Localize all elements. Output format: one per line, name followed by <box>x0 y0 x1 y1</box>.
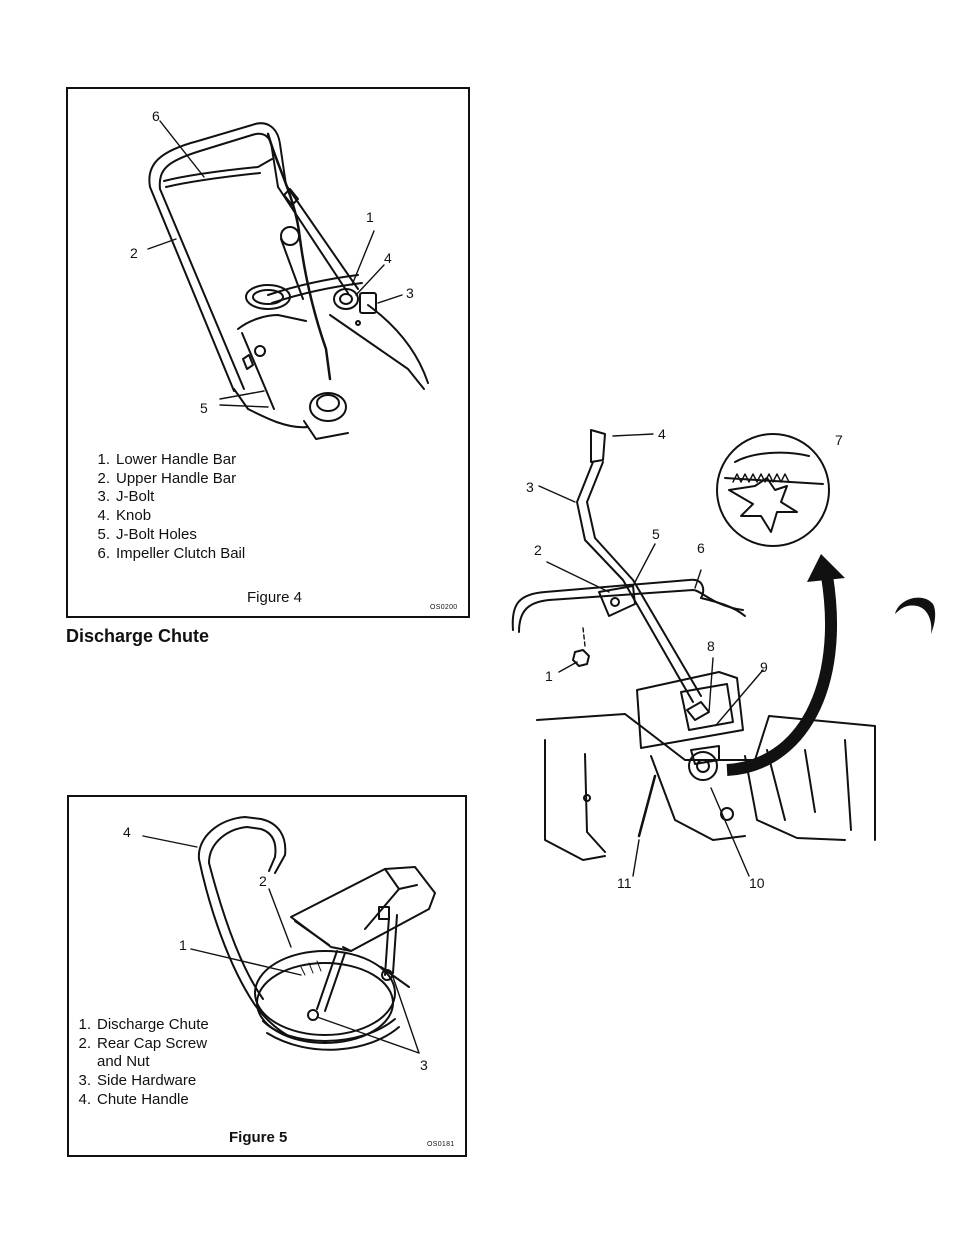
callout-3: 3 <box>420 1058 428 1072</box>
callout-2: 2 <box>130 246 138 260</box>
section-heading: Discharge Chute <box>66 626 209 647</box>
legend-item: 3.J-Bolt <box>88 488 245 507</box>
legend-item: 6.Impeller Clutch Bail <box>88 545 245 564</box>
callout-8: 8 <box>707 639 715 653</box>
chute-crank-assembly: 4 3 7 2 5 6 8 9 1 11 10 <box>505 420 880 900</box>
callout-4: 4 <box>384 251 392 265</box>
legend-item: 4.Chute Handle <box>69 1091 209 1110</box>
callout-4: 4 <box>658 427 666 441</box>
figure-5-legend: 1.Discharge Chute 2.Rear Cap Screw and N… <box>69 1016 209 1110</box>
callout-1: 1 <box>366 210 374 224</box>
callout-10: 10 <box>749 876 765 890</box>
callout-11: 11 <box>617 876 632 890</box>
legend-item: 3.Side Hardware <box>69 1072 209 1091</box>
legend-item: and Nut <box>69 1053 209 1072</box>
legend-item: 4.Knob <box>88 507 245 526</box>
figure-5: 4 2 1 3 1.Discharge Chute 2.Rear Cap Scr… <box>67 795 467 1157</box>
legend-item: 1.Lower Handle Bar <box>88 451 245 470</box>
callout-4: 4 <box>123 825 131 839</box>
figure-4-illustration <box>68 89 468 449</box>
callout-2: 2 <box>259 874 267 888</box>
callout-1: 1 <box>179 938 187 952</box>
figure-4-code: OS0200 <box>430 604 458 611</box>
callout-7: 7 <box>835 433 843 447</box>
figure-5-code: OS0181 <box>427 1141 455 1148</box>
scan-artifact-mark <box>893 590 941 636</box>
callout-2: 2 <box>534 543 542 557</box>
callout-9: 9 <box>760 660 768 674</box>
callout-6: 6 <box>697 541 705 555</box>
callout-1: 1 <box>545 669 553 683</box>
legend-item: 2.Rear Cap Screw <box>69 1035 209 1054</box>
legend-item: 5.J-Bolt Holes <box>88 526 245 545</box>
callout-3: 3 <box>526 480 534 494</box>
callout-5: 5 <box>200 401 208 415</box>
figure-5-caption: Figure 5 <box>229 1129 287 1146</box>
assembly-illustration <box>505 420 880 895</box>
legend-item: 2.Upper Handle Bar <box>88 470 245 489</box>
figure-4-caption: Figure 4 <box>247 589 302 606</box>
figure-4: 6 2 1 4 3 5 1.Lower Handle Bar 2.Upper H… <box>66 87 470 618</box>
figure-4-legend: 1.Lower Handle Bar 2.Upper Handle Bar 3.… <box>88 451 245 563</box>
callout-5: 5 <box>652 527 660 541</box>
callout-3: 3 <box>406 286 414 300</box>
callout-6: 6 <box>152 109 160 123</box>
legend-item: 1.Discharge Chute <box>69 1016 209 1035</box>
